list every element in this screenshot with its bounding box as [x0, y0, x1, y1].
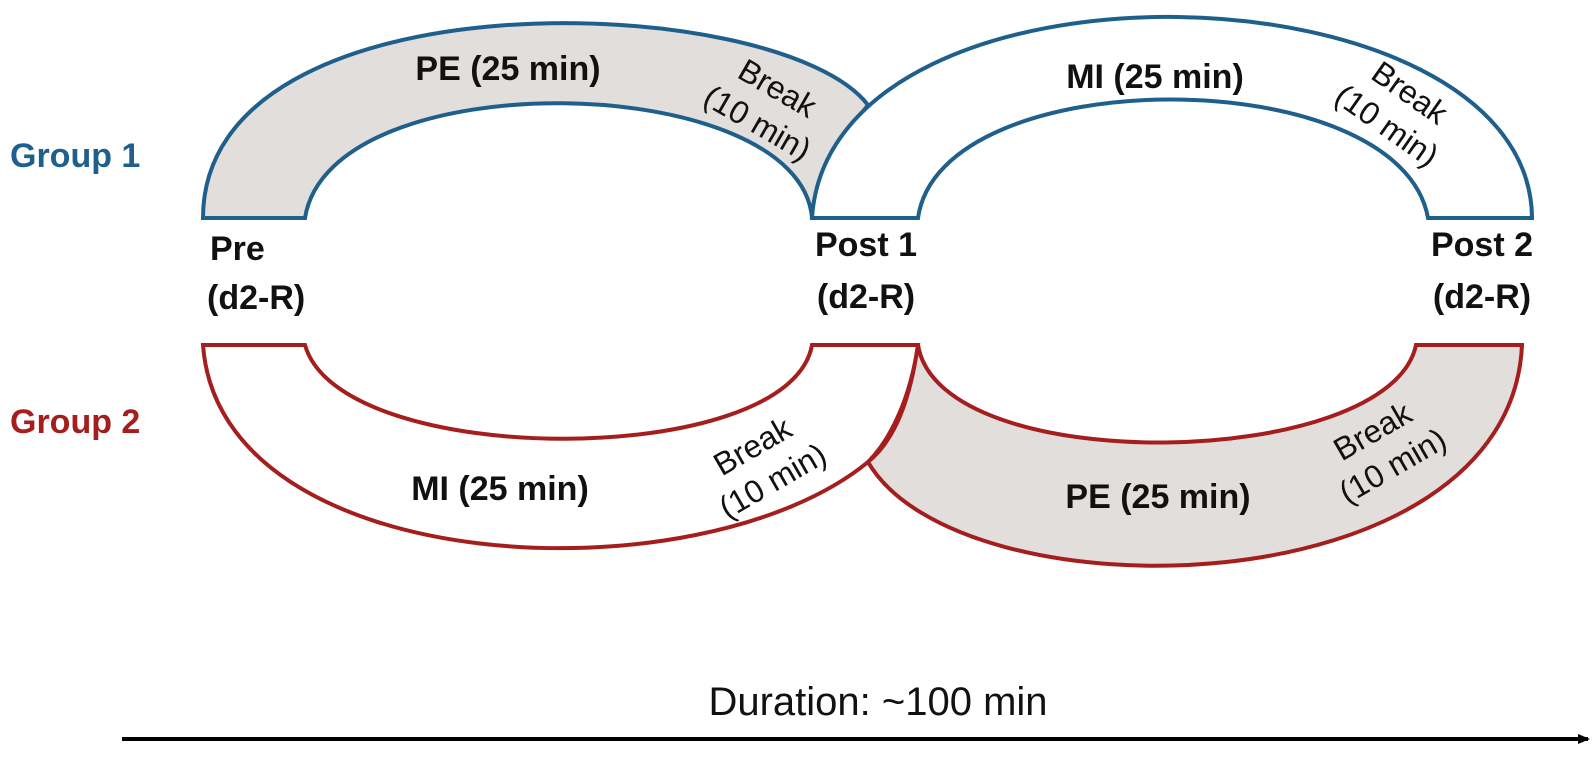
duration-label: Duration: ~100 min	[708, 680, 1047, 724]
g1-pe-label: PE (25 min)	[415, 50, 600, 88]
post1-test-label: (d2-R)	[817, 278, 915, 316]
g2-pe-label: PE (25 min)	[1065, 478, 1250, 516]
pre-test-label: (d2-R)	[207, 279, 305, 317]
group1-label: Group 1	[10, 137, 140, 175]
g2-mi-label: MI (25 min)	[411, 470, 589, 508]
pre-label: Pre	[210, 230, 265, 268]
group2-pe-arch	[865, 343, 1525, 568]
group1-mi-arch	[809, 15, 1535, 220]
g1-mi-label: MI (25 min)	[1066, 58, 1244, 96]
group2-label: Group 2	[10, 403, 140, 441]
post1-label: Post 1	[815, 226, 917, 264]
post2-label: Post 2	[1431, 226, 1533, 264]
post2-test-label: (d2-R)	[1433, 278, 1531, 316]
